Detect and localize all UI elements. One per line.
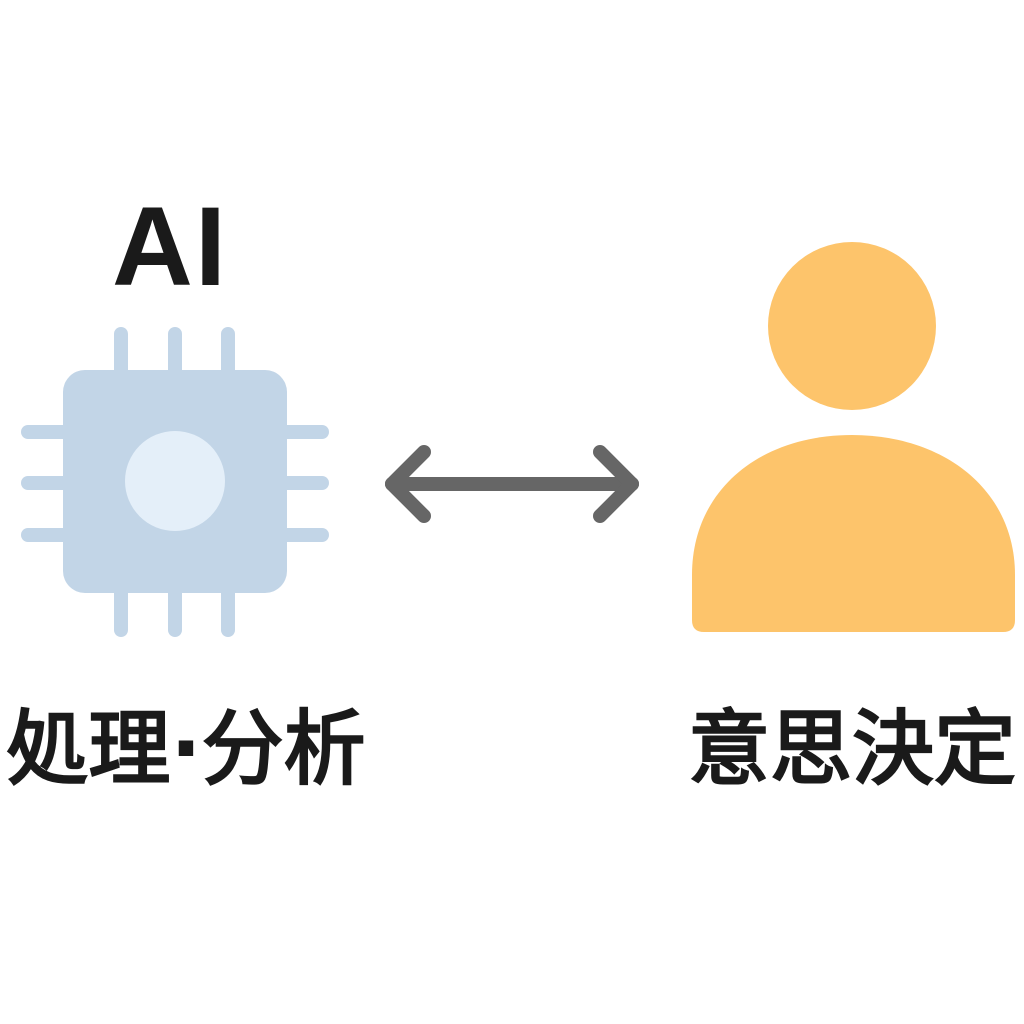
- ai-label: AI: [112, 184, 228, 309]
- processing-analysis-caption: 処理·分析: [6, 702, 366, 797]
- double-arrow-icon: [385, 445, 639, 523]
- person-icon: [692, 242, 1015, 632]
- decision-making-caption: 意思決定: [687, 702, 1016, 797]
- chip-icon: [21, 327, 329, 637]
